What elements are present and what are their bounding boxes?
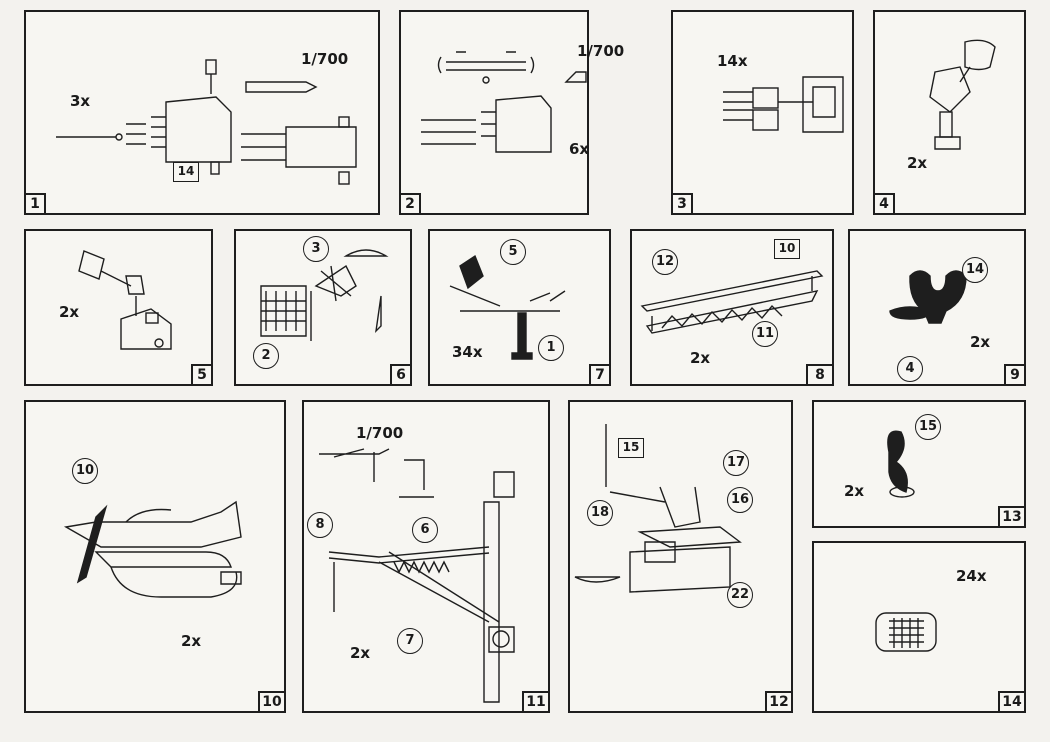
turret-assembly-drawing [56, 59, 357, 185]
step-10-panel: 10 2x 10 [24, 400, 286, 713]
scale-label: 1/700 [301, 50, 349, 68]
step-4-panel: 2x 4 [873, 10, 1026, 215]
propeller-drawing [887, 430, 915, 498]
part-callout: 10 [72, 458, 98, 484]
step-13-panel: 15 2x 13 [812, 400, 1026, 528]
step-number: 6 [390, 364, 412, 386]
quantity-label: 24x [956, 567, 987, 585]
step-2-panel: 1/700 6x 2 [399, 10, 624, 215]
part-number-box: 15 [618, 438, 644, 458]
step-3-panel: 14x 3 [671, 10, 854, 215]
part-number-box: 10 [774, 239, 800, 259]
part-callout: 1 [538, 335, 564, 361]
quantity-label: 2x [844, 482, 865, 500]
step-1-panel: 3x 1/700 14 1 [24, 10, 380, 215]
step-number: 8 [806, 364, 834, 386]
searchlight-drawing [78, 250, 172, 350]
twin-gun-drawing [723, 76, 844, 133]
quantity-label: 2x [181, 632, 202, 650]
part-callout: 12 [652, 249, 678, 275]
director-drawing [929, 39, 996, 150]
step-number: 3 [671, 193, 693, 215]
step-number: 2 [399, 193, 421, 215]
part-callout: 4 [897, 356, 923, 382]
part-callout: 17 [723, 450, 749, 476]
step-number: 5 [191, 364, 213, 386]
step-number: 14 [998, 691, 1026, 713]
part-callout: 5 [500, 239, 526, 265]
part-callout: 14 [962, 257, 988, 283]
part-callout: 8 [307, 512, 333, 538]
quantity-label: 2x [59, 303, 80, 321]
turret-variant-drawing [421, 51, 587, 153]
part-callout: 7 [397, 628, 423, 654]
step-8-panel: 12 10 11 2x 8 [630, 229, 834, 386]
propeller-bracket-drawing [889, 270, 967, 324]
step-number: 4 [873, 193, 895, 215]
part-callout: 11 [752, 321, 778, 347]
step-11-panel: 1/700 8 6 7 2x 11 [302, 400, 550, 713]
part-callout: 3 [303, 236, 329, 262]
part-callout: 22 [727, 582, 753, 608]
step-12-panel: 15 18 17 16 22 12 [568, 400, 793, 713]
step-5-panel: 2x 5 [24, 229, 213, 386]
step-number: 12 [765, 691, 793, 713]
step-14-panel: 24x 14 [812, 541, 1026, 713]
part-callout: 6 [412, 517, 438, 543]
quantity-label: 2x [970, 333, 991, 351]
catapult-drawing [640, 270, 824, 334]
step-6-panel: 3 2 6 [234, 229, 412, 386]
mast-assembly-drawing [574, 424, 742, 593]
part-callout: 18 [587, 500, 613, 526]
quantity-label: 2x [350, 644, 371, 662]
quantity-label: 14x [717, 52, 748, 70]
part-callout: 2 [253, 343, 279, 369]
step-number: 11 [522, 691, 550, 713]
quantity-label: 2x [690, 349, 711, 367]
quantity-label: 3x [70, 92, 91, 110]
scale-label: 1/700 [356, 424, 404, 442]
scale-label: 1/700 [577, 42, 625, 60]
step-number: 1 [24, 193, 46, 215]
step-number: 10 [258, 691, 286, 713]
seaplane-drawing [63, 500, 242, 598]
quantity-label: 6x [569, 140, 590, 158]
quantity-label: 2x [907, 154, 928, 172]
quantity-label: 34x [452, 343, 483, 361]
part-number-box: 14 [173, 162, 199, 182]
step-number: 13 [998, 506, 1026, 528]
crane-drawing [319, 448, 515, 703]
step-number: 9 [1004, 364, 1026, 386]
platform-frame-drawing [260, 249, 389, 341]
aa-mount-drawing [449, 254, 566, 360]
grille-drawing [875, 612, 937, 652]
step-9-panel: 14 4 2x 9 [848, 229, 1026, 386]
step-7-panel: 5 1 34x 7 [428, 229, 611, 386]
step-number: 7 [589, 364, 611, 386]
part-callout: 15 [915, 414, 941, 440]
part-callout: 16 [727, 487, 753, 513]
